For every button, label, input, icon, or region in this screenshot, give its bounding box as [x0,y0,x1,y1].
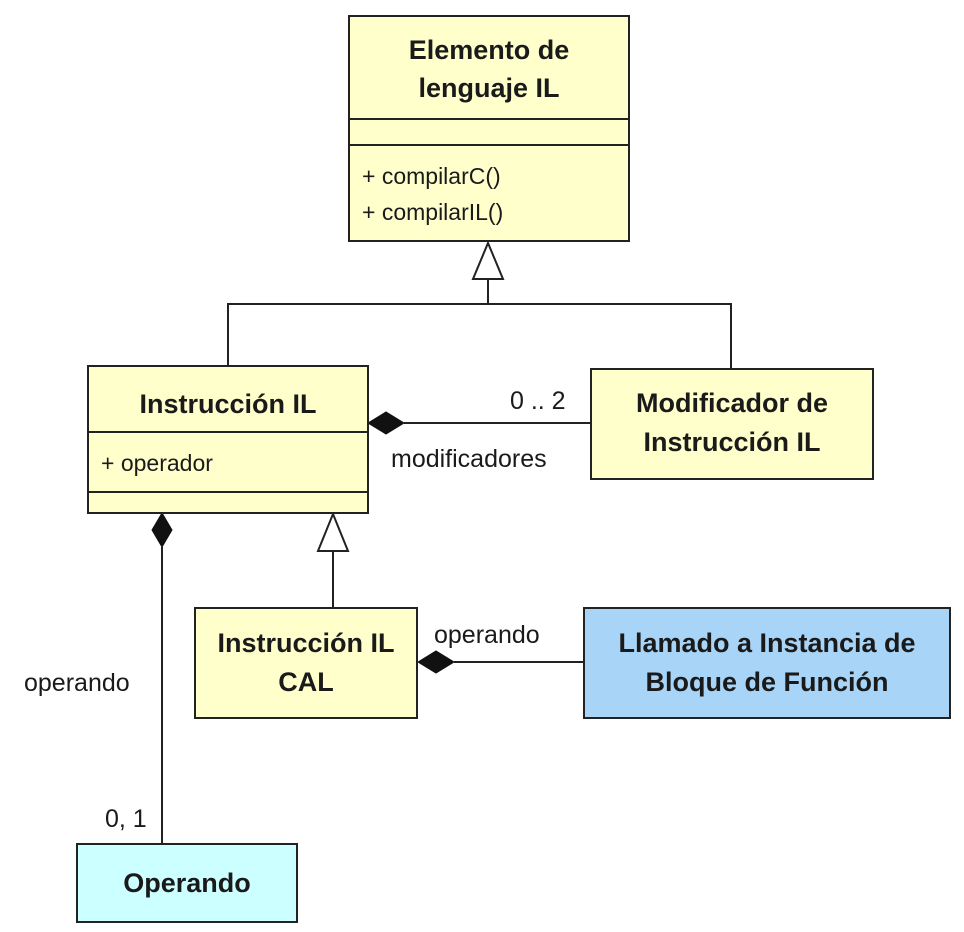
role-cal-operando: operando [434,621,540,649]
generalization-arrowhead-elemento [471,240,505,280]
class-instruccion-il: Instrucción IL + operador [87,365,369,514]
composition-diamond-cal [417,650,455,674]
class-llamado-a-instancia-de-bloque-de-funcion: Llamado a Instancia de Bloque de Función [583,607,951,719]
class-instruccion-il-cal: Instrucción IL CAL [194,607,418,719]
operations-compartment [350,144,628,146]
class-name-line1: Instrucción IL [217,628,395,658]
generalization-arrowhead-instruccion [316,511,350,552]
class-name-line2: CAL [278,667,334,697]
class-name-line2: Bloque de Función [645,667,889,697]
class-name-line1: Modificador de [635,388,828,418]
operation-compilarc: + compilarC() [362,163,501,189]
operation-compilaril: + compilarIL() [362,199,504,225]
class-name: Instrucción IL [139,389,317,419]
role-operando: operando [24,669,130,697]
generalization-line-to-elemento [227,279,732,368]
class-name-line1: Elemento de [408,35,570,65]
class-name: Operando [123,868,251,898]
role-modificadores: modificadores [391,445,547,473]
class-name-line1: Llamado a Instancia de [618,628,916,658]
attributes-compartment [89,431,367,433]
multiplicity-operando: 0, 1 [105,805,147,833]
class-name-line2: lenguaje IL [418,73,560,103]
operations-compartment [89,491,367,493]
class-operando: Operando [76,843,298,923]
attributes-compartment [350,118,628,120]
class-name-line2: Instrucción IL [643,427,821,457]
class-elemento-de-lenguaje-il: Elemento de lenguaje IL + compilarC() + … [348,15,630,242]
class-modificador-de-instruccion-il: Modificador de Instrucción IL [590,368,874,480]
attribute-operador: + operador [101,450,213,476]
composition-diamond-instruccion [151,512,173,548]
multiplicity-modificadores: 0 .. 2 [510,387,566,415]
composition-diamond-modificadores [367,411,405,435]
